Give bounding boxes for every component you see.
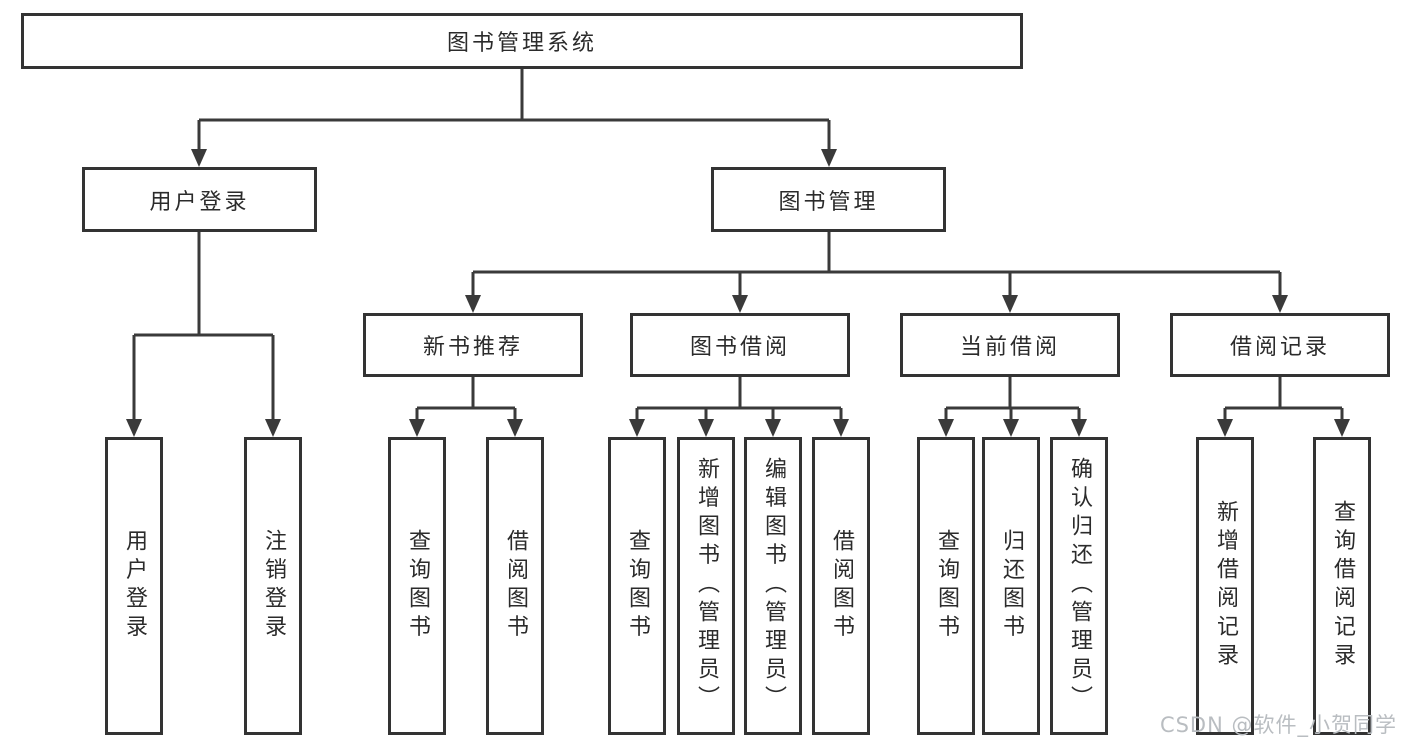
node-new-book-recommendation: 新书推荐: [363, 313, 583, 377]
arrow-down-icon: [698, 419, 714, 437]
node-user-login: 用户登录: [82, 167, 317, 232]
leaf-label: 新增借阅记录: [1213, 500, 1238, 672]
arrow-down-icon: [821, 149, 837, 167]
leaf-borrow-books-borrowing: 借阅图书: [812, 437, 870, 735]
leaf-logout: 注销登录: [244, 437, 302, 735]
leaf-user-login: 用户登录: [105, 437, 163, 735]
leaf-label: 借阅图书: [503, 528, 528, 644]
leaf-label: 借阅图书: [829, 528, 854, 644]
node-borrowing-records: 借阅记录: [1170, 313, 1390, 377]
leaf-return-books: 归还图书: [982, 437, 1040, 735]
arrow-down-icon: [409, 419, 425, 437]
arrow-down-icon: [1217, 419, 1233, 437]
csdn-watermark: CSDN @软件_小贺同学: [1159, 713, 1397, 737]
leaf-label: 新增图书（管理员）: [694, 457, 719, 715]
node-book-management: 图书管理: [711, 167, 946, 232]
arrow-down-icon: [126, 419, 142, 437]
leaf-borrow-books-recommend: 借阅图书: [486, 437, 544, 735]
arrow-down-icon: [1003, 419, 1019, 437]
leaf-label: 查询借阅记录: [1330, 500, 1355, 672]
arrow-down-icon: [265, 419, 281, 437]
leaf-add-borrow-record: 新增借阅记录: [1196, 437, 1254, 735]
leaf-confirm-return-admin: 确认归还（管理员）: [1050, 437, 1108, 735]
arrow-down-icon: [1272, 295, 1288, 313]
arrow-down-icon: [1002, 295, 1018, 313]
leaf-add-book-admin: 新增图书（管理员）: [677, 437, 735, 735]
leaf-edit-book-admin: 编辑图书（管理员）: [744, 437, 802, 735]
arrow-down-icon: [629, 419, 645, 437]
node-library-management-system: 图书管理系统: [21, 13, 1023, 69]
arrow-down-icon: [191, 149, 207, 167]
arrow-down-icon: [1334, 419, 1350, 437]
leaf-label: 归还图书: [999, 528, 1024, 644]
leaf-query-borrow-record: 查询借阅记录: [1313, 437, 1371, 735]
leaf-query-books-current: 查询图书: [917, 437, 975, 735]
arrow-down-icon: [465, 295, 481, 313]
arrow-down-icon: [938, 419, 954, 437]
node-current-borrowing: 当前借阅: [900, 313, 1120, 377]
leaf-label: 用户登录: [122, 528, 147, 644]
leaf-label: 确认归还（管理员）: [1067, 457, 1092, 715]
leaf-label: 编辑图书（管理员）: [761, 457, 786, 715]
leaf-label: 查询图书: [405, 528, 430, 644]
node-book-borrowing: 图书借阅: [630, 313, 850, 377]
arrow-down-icon: [765, 419, 781, 437]
arrow-down-icon: [507, 419, 523, 437]
arrow-down-icon: [833, 419, 849, 437]
leaf-label: 注销登录: [261, 528, 286, 644]
leaf-query-books-borrowing: 查询图书: [608, 437, 666, 735]
arrow-down-icon: [1071, 419, 1087, 437]
leaf-label: 查询图书: [625, 528, 650, 644]
leaf-query-books-recommend: 查询图书: [388, 437, 446, 735]
arrow-down-icon: [732, 295, 748, 313]
leaf-label: 查询图书: [934, 528, 959, 644]
